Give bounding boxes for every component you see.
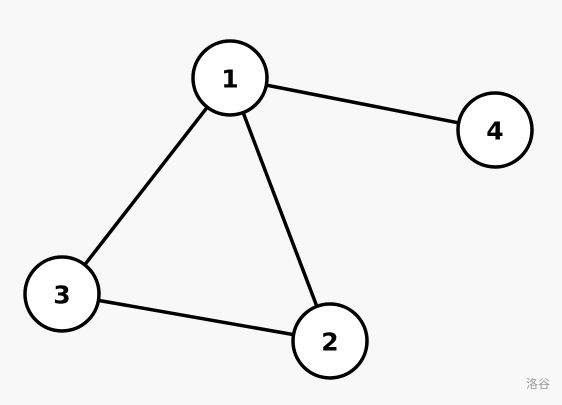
node-3: 3 (23, 255, 101, 333)
edge-1-4 (229, 76, 496, 132)
watermark-text: 洛谷 (525, 377, 550, 391)
node-1: 1 (191, 39, 269, 117)
edge-1-3 (60, 76, 232, 296)
node-1-label: 1 (221, 65, 238, 94)
node-2-circle (291, 302, 369, 380)
node-2: 2 (291, 302, 369, 380)
edge-1-2 (228, 77, 332, 342)
node-4: 4 (456, 91, 534, 169)
edge-3-2 (61, 292, 331, 343)
node-3-label: 3 (53, 281, 70, 310)
node-1-circle (191, 39, 269, 117)
node-4-label: 4 (486, 117, 503, 146)
node-3-circle (23, 255, 101, 333)
node-2-label: 2 (321, 328, 338, 357)
node-4-circle (456, 91, 534, 169)
